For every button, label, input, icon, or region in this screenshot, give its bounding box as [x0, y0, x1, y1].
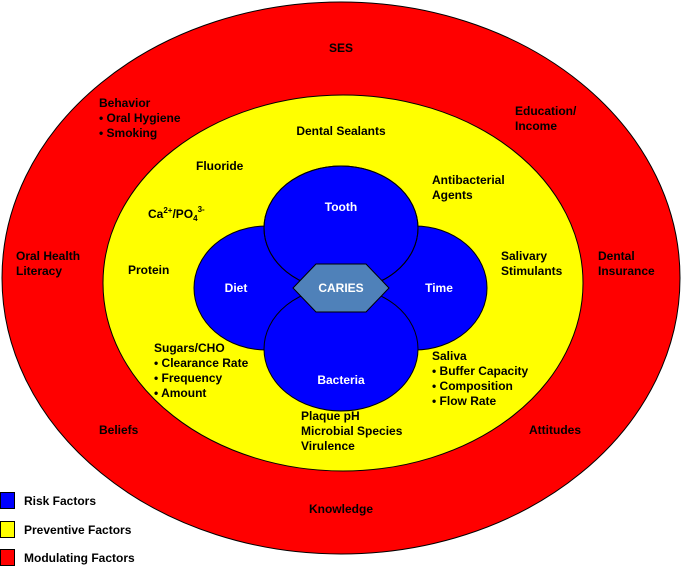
- antibacterial-label: Antibacterial: [432, 173, 505, 187]
- beliefs-label: Beliefs: [99, 423, 139, 437]
- calcium-phosphate-label: Ca2+/PO43-: [148, 205, 205, 223]
- plaque-label: Plaque pH: [301, 409, 360, 423]
- legend-swatch-modulating: [0, 549, 15, 566]
- salivary-stimulants-label: Salivary: [501, 249, 547, 263]
- tooth-label: Tooth: [325, 200, 357, 214]
- legend: Risk Factors Preventive Factors Modulati…: [0, 492, 135, 566]
- behavior-item: • Smoking: [99, 126, 157, 140]
- dental-insurance-label: Dental: [598, 249, 635, 263]
- protein-label: Protein: [128, 263, 169, 277]
- education-label: Education/: [515, 104, 577, 118]
- time-label: Time: [425, 281, 453, 295]
- legend-swatch-risk: [0, 492, 15, 509]
- saliva-item: • Buffer Capacity: [432, 364, 529, 378]
- oral-health-literacy-label: Literacy: [16, 264, 62, 278]
- microbial-species-label: Microbial Species: [301, 424, 403, 438]
- behavior-title: Behavior: [99, 96, 151, 110]
- sugars-title: Sugars/CHO: [154, 341, 225, 355]
- saliva-item: • Flow Rate: [432, 394, 497, 408]
- salivary-stimulants-label: Stimulants: [501, 264, 563, 278]
- knowledge-label: Knowledge: [309, 502, 373, 516]
- legend-label-risk: Risk Factors: [24, 494, 96, 508]
- income-label: Income: [515, 119, 557, 133]
- diet-label: Diet: [225, 281, 248, 295]
- legend-label-modulating: Modulating Factors: [24, 551, 135, 565]
- legend-label-preventive: Preventive Factors: [24, 523, 132, 537]
- ses-label: SES: [329, 41, 353, 55]
- caries-hexagon: [292, 263, 390, 313]
- saliva-title: Saliva: [432, 349, 467, 363]
- dental-insurance-label: Insurance: [598, 264, 655, 278]
- behavior-item: • Oral Hygiene: [99, 111, 181, 125]
- dental-sealants-label: Dental Sealants: [296, 124, 386, 138]
- oral-health-literacy-label: Oral Health: [16, 249, 80, 263]
- sugars-item: • Amount: [154, 386, 206, 400]
- fluoride-label: Fluoride: [196, 159, 244, 173]
- virulence-label: Virulence: [301, 439, 355, 453]
- caries-label: CARIES: [318, 281, 363, 295]
- legend-swatch-preventive: [0, 521, 15, 538]
- sugars-item: • Clearance Rate: [154, 356, 249, 370]
- attitudes-label: Attitudes: [529, 423, 581, 437]
- bacteria-label: Bacteria: [317, 373, 365, 387]
- antibacterial-label: Agents: [432, 188, 473, 202]
- saliva-item: • Composition: [432, 379, 513, 393]
- sugars-item: • Frequency: [154, 371, 223, 385]
